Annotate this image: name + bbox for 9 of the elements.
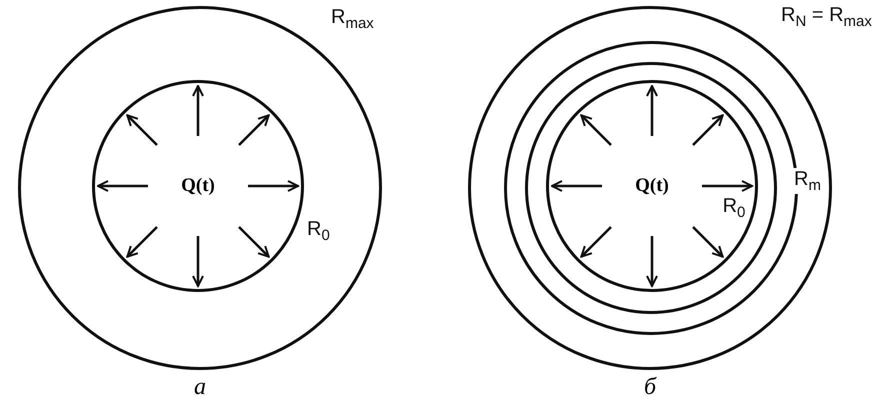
flow-label: Q(t) xyxy=(181,175,215,197)
boundary-circle xyxy=(92,80,304,292)
circle-outline xyxy=(525,62,777,314)
flow-label: Q(t) xyxy=(635,175,669,197)
panel-letter: а xyxy=(194,374,206,401)
radius-label: R$_{m}$ xyxy=(793,168,822,194)
boundary-circle xyxy=(546,80,758,292)
panel-letter: б xyxy=(644,374,656,401)
radius-label: R$_{0}$ xyxy=(722,195,746,221)
